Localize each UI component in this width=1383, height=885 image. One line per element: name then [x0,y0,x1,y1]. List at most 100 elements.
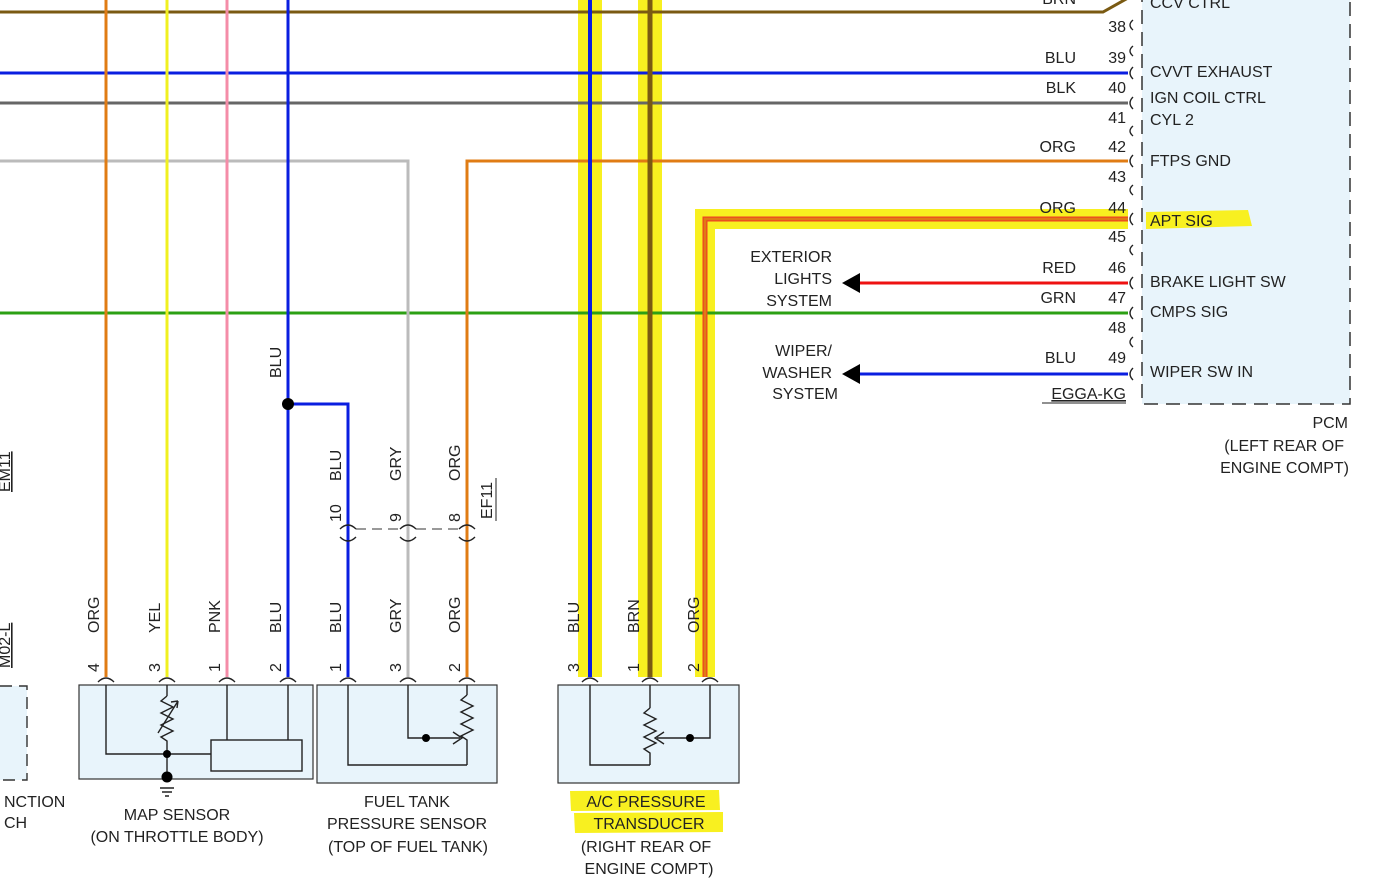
ac-wire-org: ORG [686,597,703,633]
fuel-tank-wire-blu: BLU [328,602,345,633]
ef11-connector-symbols [339,524,476,542]
map-wire-pnk: PNK [207,600,224,633]
fuel-tank-sensor-box [316,684,498,784]
pcm-label-cyl2: CYL 2 [1150,112,1194,129]
fuel-tank-name-1: FUEL TANK [364,794,450,811]
map-pin-4: 4 [86,663,103,672]
pcm-pin-brackets [1129,19,1134,381]
pcm-name: PCM [1312,415,1348,432]
map-pin-2: 2 [268,663,285,672]
fuel-tank-pin-2: 2 [447,663,464,672]
fuel-tank-pin-1: 1 [328,663,345,672]
map-sensor-box [78,684,314,780]
pcm-wire-47: GRN [1040,290,1076,307]
pcm-pin-49: 49 [1108,350,1126,367]
wire-org-apt-sig [702,216,1128,677]
ac-transducer-location-1: (RIGHT REAR OF [581,839,712,856]
exterior-lights-line3: SYSTEM [766,293,832,310]
map-sensor-name: MAP SENSOR [124,807,230,824]
pcm-label-ccv-ctrl: CCV CTRL [1150,0,1230,12]
highlight-apt-sig-label [1146,210,1252,229]
pcm-pin-44: 44 [1108,200,1126,217]
pcm-label-ign-coil: IGN COIL CTRL [1150,90,1266,107]
highlight-ac-line2 [574,812,723,833]
wiper-washer-line3: SYSTEM [772,386,838,403]
pcm-pin-42: 42 [1108,139,1126,156]
splice-dot [282,398,294,410]
fuel-tank-pin-brackets [339,677,476,683]
pcm-wire-brn: BRN [1042,0,1076,8]
left-partial-box [0,685,28,781]
ac-transducer-internal [589,685,711,766]
ac-pin-brackets [581,677,719,683]
ef11-connector-code: EF11 [479,482,496,519]
ac-pin-2: 2 [686,663,703,672]
pcm-label-cmps-sig: CMPS SIG [1150,304,1228,321]
map-junction-dot [163,750,171,758]
pcm-label-ftps-gnd: FTPS GND [1150,153,1231,170]
fuel-tank-name-2: PRESSURE SENSOR [327,816,487,833]
ef11-pin-9: 9 [388,513,405,522]
wire-blu-splice-branch [288,402,350,677]
map-ground-dot [161,771,173,783]
map-pin-brackets [97,677,297,683]
pcm-wire-46: RED [1042,260,1076,277]
ac-pin-1: 1 [626,663,643,672]
splice-wire-label: BLU [268,347,285,378]
pcm-pin-38: 38 [1108,19,1126,36]
pcm-wire-40: BLK [1046,80,1077,97]
highlight-apt-sig-wire [695,209,1128,677]
wire-org-ftps-gnd [465,159,1128,677]
pcm-connector-code: EGGA-KG [1051,386,1126,403]
ef11-pin-8: 8 [447,513,464,522]
pcm-pin-47: 47 [1108,290,1126,307]
ac-transducer-name-1: A/C PRESSURE [586,794,705,811]
map-sensor-location: (ON THROTTLE BODY) [90,829,263,846]
ac-wire-blu: BLU [566,602,583,633]
fuel-tank-sensor-internal [347,685,475,766]
pcm-box [1141,0,1351,405]
ef11-wire-org: ORG [447,445,464,481]
wiper-washer-line2: WASHER [762,365,832,382]
exterior-lights-line1: EXTERIOR [750,249,832,266]
highlight-ac-line1 [570,790,720,811]
arrow-exterior-lights [842,273,860,293]
map-wire-yel: YEL [147,603,164,633]
map-pin-3: 3 [147,663,164,672]
pcm-wire-39: BLU [1045,50,1076,67]
exterior-lights-line2: LIGHTS [774,271,832,288]
pcm-label-apt-sig: APT SIG [1150,213,1213,230]
fuel-tank-pin-3: 3 [388,663,405,672]
ef11-wire-gry: GRY [388,446,405,481]
pcm-pin-39: 39 [1108,50,1126,67]
wire-gry-fuel-tank [0,159,410,677]
ef11-wire-blu: BLU [328,450,345,481]
ac-wire-brn: BRN [626,599,643,633]
pcm-wire-49: BLU [1045,350,1076,367]
arrow-wiper-washer [842,364,860,384]
pcm-label-wiper-sw-in: WIPER SW IN [1150,364,1253,381]
fuel-tank-junction-dot [422,734,430,742]
pcm-pin-45: 45 [1108,229,1126,246]
fuel-tank-wire-gry: GRY [388,598,405,633]
left-connector-em11: EM11 [0,451,14,492]
pcm-location-2: ENGINE COMPT) [1220,460,1349,477]
pcm-wire-42: ORG [1040,139,1076,156]
pcm-wire-44: ORG [1040,200,1076,217]
left-connector-m02l: M02-L [0,623,14,668]
wire-brn-ccv [0,0,1128,14]
wire-org-apt-sig-inner [703,217,1128,677]
map-pin-1: 1 [207,663,224,672]
pcm-label-cvvt-exhaust: CVVT EXHAUST [1150,64,1273,81]
pcm-pin-41: 41 [1108,110,1126,127]
fuel-tank-wire-org: ORG [447,597,464,633]
pcm-pin-48: 48 [1108,320,1126,337]
pcm-pin-43: 43 [1108,169,1126,186]
left-partial-line1: NCTION [4,794,65,811]
pcm-label-brake-light: BRAKE LIGHT SW [1150,274,1287,291]
fuel-tank-location: (TOP OF FUEL TANK) [328,839,488,856]
map-wire-org: ORG [86,597,103,633]
pcm-pin-46: 46 [1108,260,1126,277]
map-wire-blu: BLU [268,602,285,633]
